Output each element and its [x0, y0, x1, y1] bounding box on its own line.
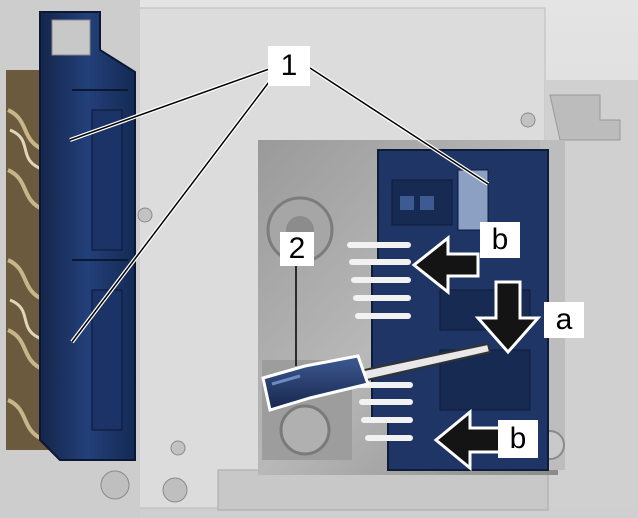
callout-a: a: [544, 302, 584, 338]
callout-2: 2: [280, 232, 314, 266]
push-arrow-b-bottom: [433, 408, 502, 472]
callout-b-top: b: [480, 222, 520, 258]
release-tool: [261, 342, 492, 412]
callout-1: 1: [268, 46, 310, 86]
push-arrow-a: [474, 280, 542, 355]
leader-lines-core: [69, 67, 489, 366]
control-module: [39, 11, 136, 461]
push-arrow-b-top: [411, 234, 480, 296]
callout-b-bottom: b: [498, 420, 538, 458]
